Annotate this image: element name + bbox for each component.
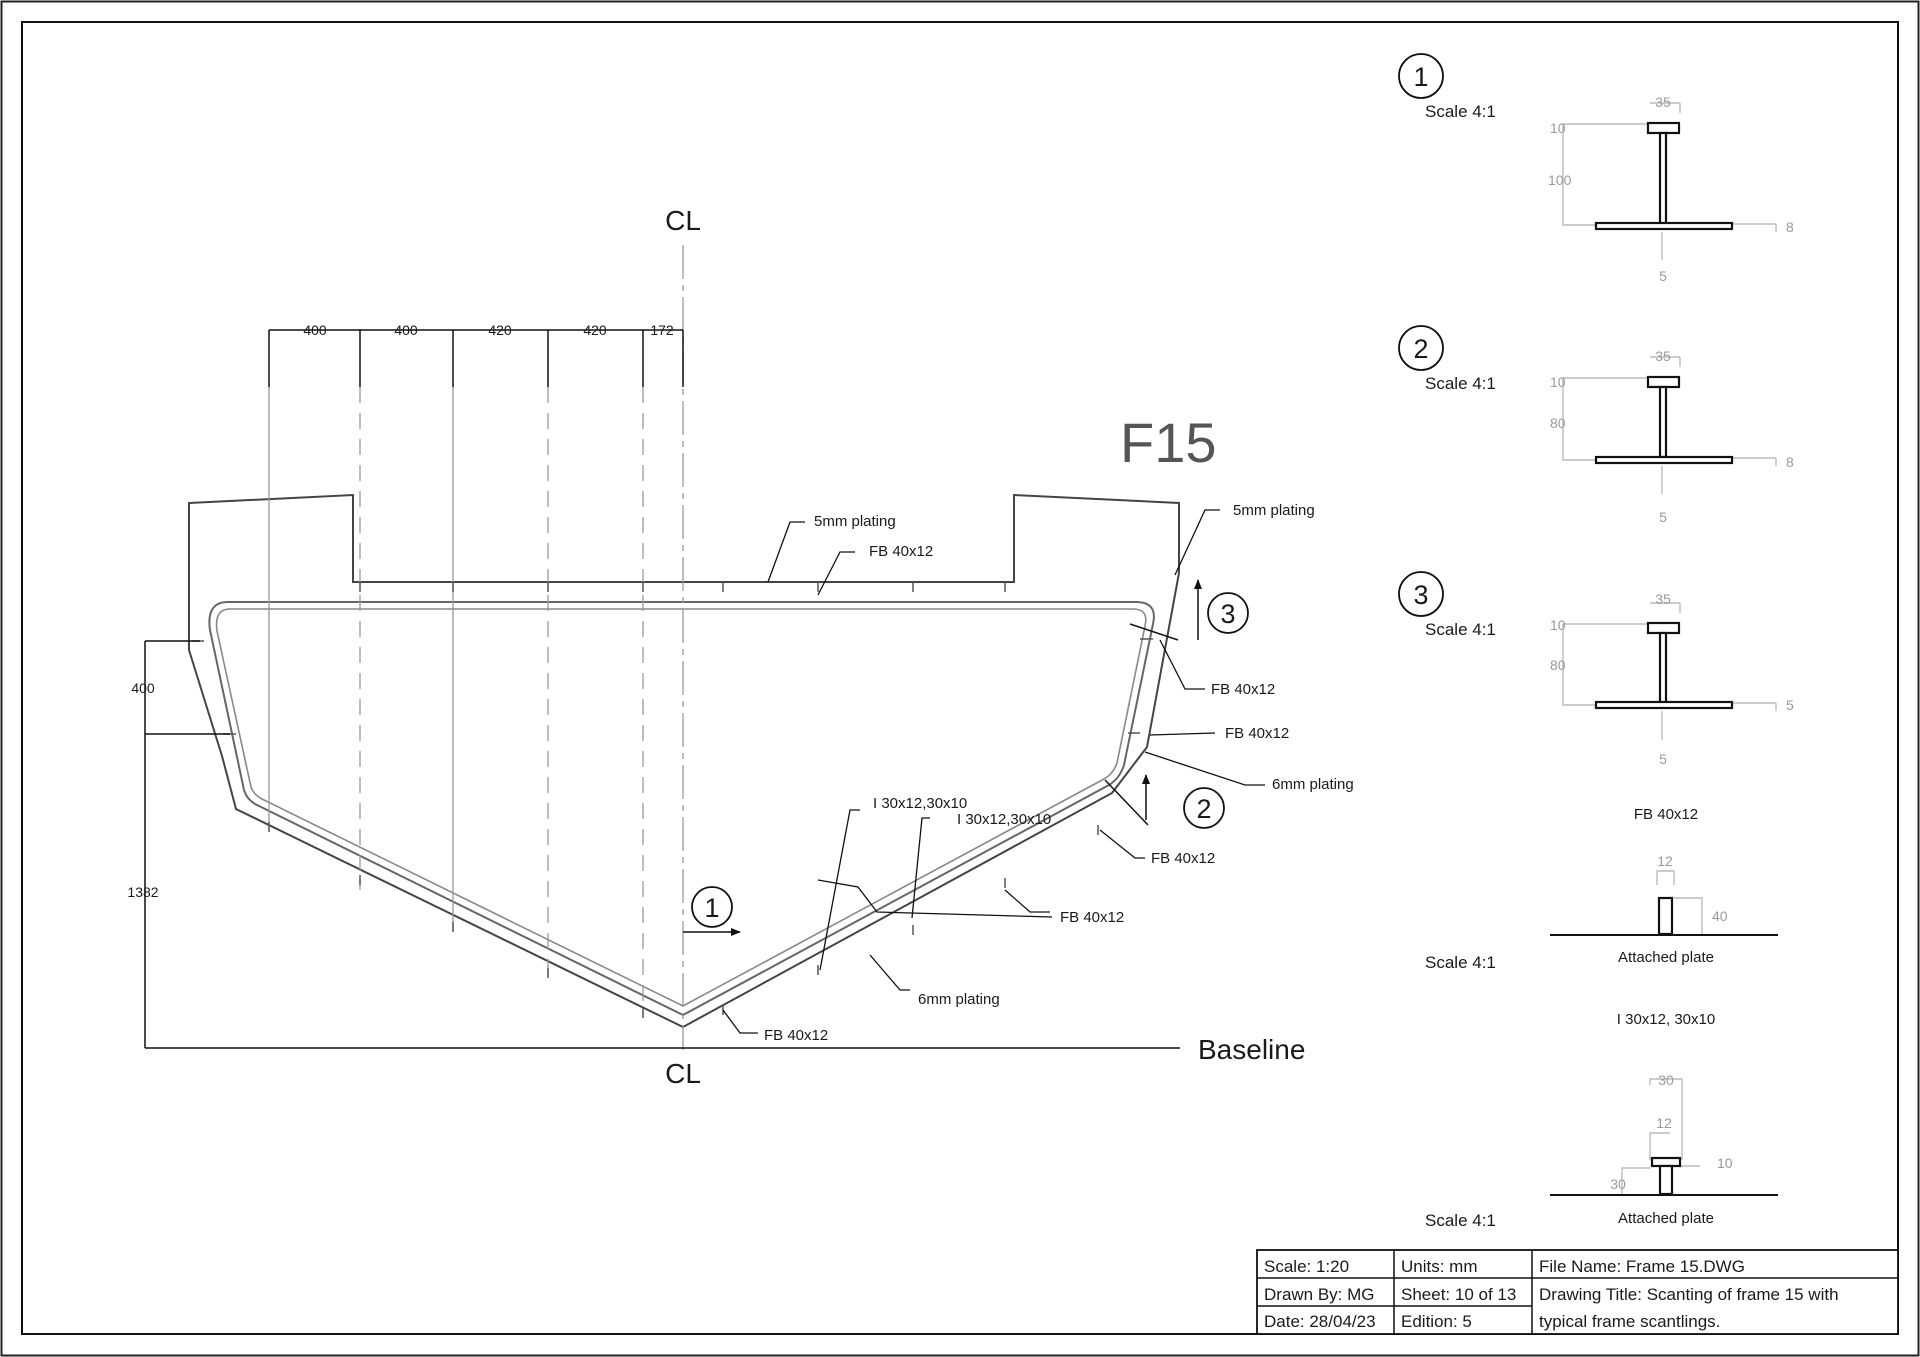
detail-2: 2 Scale 4:1 35 10 80 8 5 xyxy=(1398,325,1794,525)
svg-text:5: 5 xyxy=(1659,751,1667,767)
tb-sheet: Sheet: 10 of 13 xyxy=(1401,1285,1516,1304)
leader-lines xyxy=(722,509,1265,1034)
svg-text:35: 35 xyxy=(1655,94,1671,110)
svg-text:2: 2 xyxy=(1413,334,1428,364)
svg-text:10: 10 xyxy=(1717,1155,1733,1171)
svg-text:80: 80 xyxy=(1550,415,1566,431)
detail-1: 1 Scale 4:1 35 10 100 8 5 xyxy=(1398,53,1794,284)
detail-3: 3 Scale 4:1 35 10 80 5 5 xyxy=(1398,571,1794,767)
cl-bottom-label: CL xyxy=(665,1058,701,1089)
inner-border xyxy=(21,21,1899,1335)
top-dimension-chain xyxy=(268,329,684,387)
i-detail-caption: Attached plate xyxy=(1618,1210,1714,1227)
label-fb-right-1: FB 40x12 xyxy=(1211,681,1275,698)
svg-text:2: 2 xyxy=(1196,794,1211,824)
svg-text:1: 1 xyxy=(704,893,719,923)
label-deck-plating: 5mm plating xyxy=(814,513,896,530)
fb-detail-title: FB 40x12 xyxy=(1634,806,1698,823)
label-fb-bottom-right: FB 40x12 xyxy=(1060,909,1124,926)
svg-text:35: 35 xyxy=(1655,591,1671,607)
svg-text:5: 5 xyxy=(1659,509,1667,525)
frame-section: 400 400 420 420 172 400 1382 CL CL Basel… xyxy=(127,205,1353,1089)
detail-1-scale: Scale 4:1 xyxy=(1425,102,1496,121)
tb-scale: Scale: 1:20 xyxy=(1264,1257,1349,1276)
section-marker-3: 3 xyxy=(1129,579,1249,641)
tb-file-name: File Name: Frame 15.DWG xyxy=(1539,1257,1745,1276)
bottom-stiffeners xyxy=(192,638,1153,1018)
frame-grid xyxy=(268,245,684,1050)
svg-text:30: 30 xyxy=(1658,1072,1674,1088)
dim-side: 400 xyxy=(131,680,155,696)
tb-drawn-by: Drawn By: MG xyxy=(1264,1285,1375,1304)
section-marker-1: 1 xyxy=(683,886,741,936)
i-detail-title: I 30x12, 30x10 xyxy=(1617,1011,1715,1028)
i-beam-detail: I 30x12, 30x10 30 12 10 30 Attached plat… xyxy=(1425,1011,1778,1230)
tb-edition: Edition: 5 xyxy=(1401,1312,1472,1331)
label-fb-keel: FB 40x12 xyxy=(764,1027,828,1044)
fb-detail-caption: Attached plate xyxy=(1618,949,1714,966)
tb-units: Units: mm xyxy=(1401,1257,1478,1276)
label-fb-bilge: FB 40x12 xyxy=(1151,850,1215,867)
dim-height: 1382 xyxy=(127,884,158,900)
i-detail-scale: Scale 4:1 xyxy=(1425,1211,1496,1230)
label-i-beam-2: I 30x12,30x10 xyxy=(957,811,1051,828)
svg-text:80: 80 xyxy=(1550,657,1566,673)
svg-text:30: 30 xyxy=(1610,1176,1626,1192)
fb-detail-scale: Scale 4:1 xyxy=(1425,953,1496,972)
svg-text:3: 3 xyxy=(1220,599,1235,629)
frame-ring-outer xyxy=(208,601,1155,1017)
svg-text:5: 5 xyxy=(1659,268,1667,284)
label-side-plating-6mm: 6mm plating xyxy=(1272,776,1354,793)
svg-text:8: 8 xyxy=(1786,454,1794,470)
dim-top-2: 400 xyxy=(394,322,418,338)
svg-text:100: 100 xyxy=(1548,172,1572,188)
left-dimensions xyxy=(144,640,1180,1049)
dim-top-4: 420 xyxy=(583,322,607,338)
svg-text:10: 10 xyxy=(1550,374,1566,390)
dim-top-1: 400 xyxy=(303,322,327,338)
svg-text:10: 10 xyxy=(1550,617,1566,633)
svg-text:1: 1 xyxy=(1413,62,1428,92)
label-deck-fb: FB 40x12 xyxy=(869,543,933,560)
deck-stiffeners xyxy=(359,582,1006,592)
baseline-label: Baseline xyxy=(1198,1034,1305,1065)
svg-text:40: 40 xyxy=(1712,908,1728,924)
svg-text:3: 3 xyxy=(1413,580,1428,610)
label-i-beam-1: I 30x12,30x10 xyxy=(873,795,967,812)
tb-title-line1: Drawing Title: Scanting of frame 15 with xyxy=(1539,1285,1839,1304)
frame-id-label: F15 xyxy=(1120,411,1217,474)
hull-outline xyxy=(188,493,1180,1029)
cl-top-label: CL xyxy=(665,205,701,236)
section-marker-2: 2 xyxy=(1104,774,1225,829)
dim-top-5: 172 xyxy=(650,322,674,338)
svg-text:10: 10 xyxy=(1550,120,1566,136)
tb-title-line2: typical frame scantlings. xyxy=(1539,1312,1720,1331)
title-block: Scale: 1:20 Units: mm File Name: Frame 1… xyxy=(1256,1249,1899,1335)
svg-text:12: 12 xyxy=(1656,1115,1672,1131)
svg-text:12: 12 xyxy=(1657,853,1673,869)
dim-top-3: 420 xyxy=(488,322,512,338)
detail-2-scale: Scale 4:1 xyxy=(1425,374,1496,393)
label-side-plating-top: 5mm plating xyxy=(1233,502,1315,519)
detail-3-scale: Scale 4:1 xyxy=(1425,620,1496,639)
frame-ring-inner xyxy=(215,608,1147,1007)
fb-detail: FB 40x12 12 40 Attached plate Scale 4:1 xyxy=(1425,806,1778,972)
label-fb-right-2: FB 40x12 xyxy=(1225,725,1289,742)
label-bottom-plating: 6mm plating xyxy=(918,991,1000,1008)
tb-date: Date: 28/04/23 xyxy=(1264,1312,1376,1331)
svg-text:35: 35 xyxy=(1655,348,1671,364)
svg-text:8: 8 xyxy=(1786,219,1794,235)
svg-text:5: 5 xyxy=(1786,697,1794,713)
